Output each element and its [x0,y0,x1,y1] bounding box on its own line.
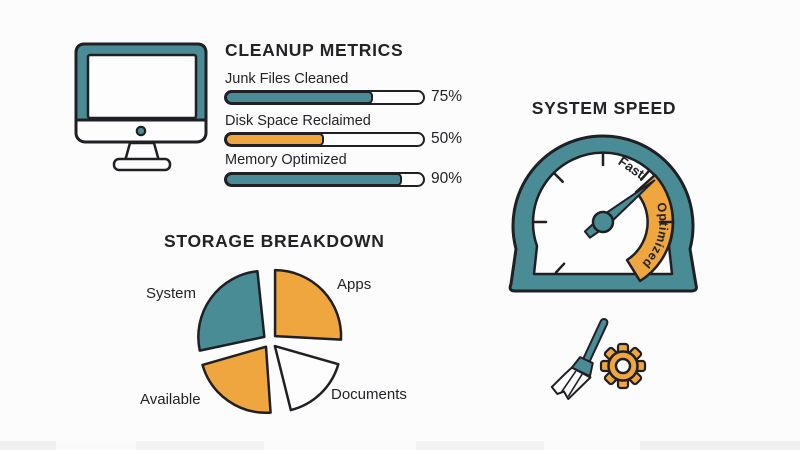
gear-hole [614,357,632,375]
broom-bristle-lines [560,370,583,397]
pie-label-apps: Apps [337,276,372,293]
progress-bar-fill [225,91,373,104]
bar-label-junk-files: Junk Files Cleaned [225,71,349,87]
gauge-ticks [532,151,674,274]
speed-gauge: Optimized Fast [508,134,698,293]
gauge-needle [583,179,656,239]
pie-slice-documents [273,344,340,412]
gauge-optimized-zone [625,173,675,283]
monitor-screen [86,53,198,120]
system-speed-title: SYSTEM SPEED [531,98,677,118]
progress-bar [224,90,425,105]
bar-value-memory: 90% [431,170,463,187]
bottom-artifact-band [0,441,800,450]
progress-bar [224,132,425,147]
pie-slice-available [201,345,272,414]
progress-bar [224,172,425,187]
bar-value-disk-space: 50% [431,130,463,147]
bar-value-junk-files: 75% [431,88,463,105]
pie-slice-system [197,269,266,352]
gauge-needle-hub [591,210,615,234]
pie-label-available: Available [140,391,201,408]
pie-label-system: System [146,285,197,302]
broom-icon [550,317,609,401]
pie-label-documents: Documents [331,386,407,403]
monitor-icon [74,42,208,172]
progress-bar-fill [225,173,403,186]
broom-handle [582,317,609,364]
storage-breakdown-title: STORAGE BREAKDOWN [164,231,385,251]
monitor-stand-base [112,157,172,172]
bar-label-disk-space: Disk Space Reclaimed [225,113,371,129]
cleanup-metrics-title: CLEANUP METRICS [225,40,404,60]
progress-bar-fill [225,133,324,146]
gear-icon [599,342,647,390]
storage-pie [197,268,343,414]
bar-label-memory: Memory Optimized [225,152,347,168]
pie-slice-apps [273,268,343,341]
monitor-button-dot [135,125,147,137]
